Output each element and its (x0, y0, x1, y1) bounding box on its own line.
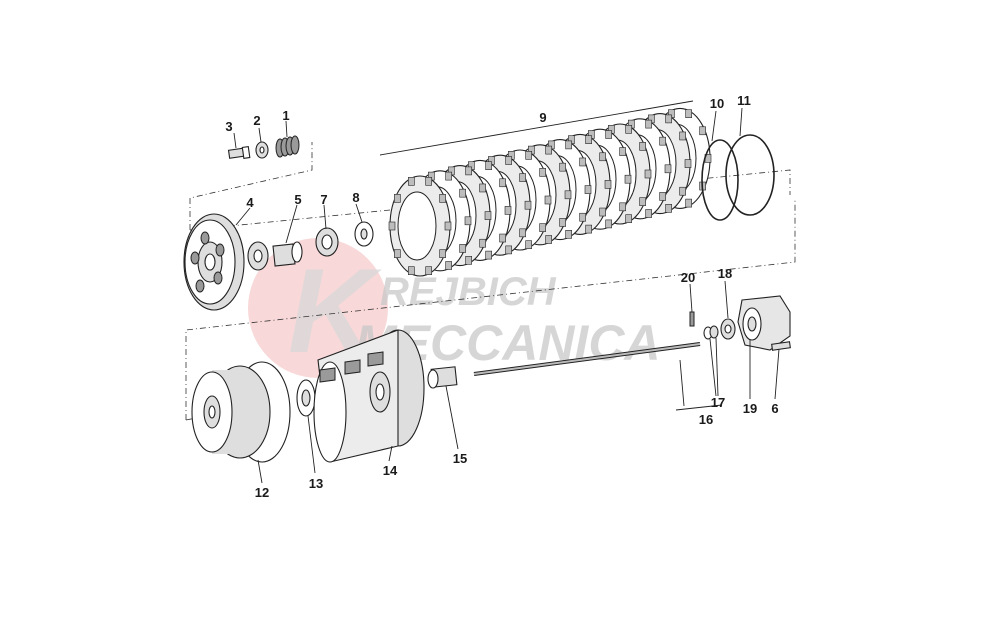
part-10-ring (701, 139, 739, 221)
watermark-logo-circle (248, 238, 388, 378)
part-18-piston (720, 318, 736, 340)
part-8-washer (354, 221, 374, 247)
callout-6: 6 (771, 401, 778, 416)
part-17-seal (703, 325, 719, 340)
callout-15: 15 (453, 451, 467, 466)
callout-20: 20 (681, 270, 695, 285)
callout-17: 17 (711, 395, 725, 410)
callout-7: 7 (320, 192, 327, 207)
part-4-pressure-plate (183, 213, 245, 311)
callout-18: 18 (718, 266, 732, 281)
callout-10: 10 (710, 96, 724, 111)
callout-3: 3 (225, 119, 232, 134)
part-13-thrust-washer (296, 379, 316, 417)
part-12-clutch-hub (191, 361, 291, 463)
callout-14: 14 (383, 463, 398, 478)
part-20-pin (689, 311, 695, 327)
callout-9: 9 (539, 110, 546, 125)
callout-8: 8 (352, 190, 359, 205)
callout-19: 19 (743, 401, 757, 416)
callout-1: 1 (282, 108, 289, 123)
part-15-bushing (427, 366, 458, 389)
callout-13: 13 (309, 476, 323, 491)
part-19-slave-cylinder (737, 295, 791, 351)
part-2-washer (255, 141, 269, 159)
callout-12: 12 (255, 485, 269, 500)
part-14-clutch-housing (313, 329, 425, 463)
watermark-line1: REJBICH (380, 270, 557, 314)
guide-upper-left (189, 142, 313, 230)
part-16-push-rod (473, 342, 701, 376)
guide-upper-main (189, 169, 791, 231)
part-1-spring (275, 135, 300, 158)
assembly-guide-lines (185, 142, 796, 421)
callout-5: 5 (294, 192, 301, 207)
part-3-bolt (227, 146, 251, 159)
callout-2: 2 (253, 113, 260, 128)
callout-11: 11 (737, 93, 751, 108)
guide-middle (185, 200, 796, 420)
part-6-screw (771, 341, 791, 351)
friction-plate (388, 175, 452, 277)
part-11-ring (725, 134, 775, 216)
part-9-clutch-plate-stack (388, 107, 712, 277)
callout-4: 4 (246, 195, 254, 210)
callout-16: 16 (699, 412, 713, 427)
part-5-bearing (247, 241, 303, 271)
part-7-nut (315, 227, 339, 257)
leader-lines (233, 100, 780, 484)
callout-labels: 3 2 1 4 5 7 8 9 10 11 12 13 14 15 16 17 … (225, 93, 778, 500)
